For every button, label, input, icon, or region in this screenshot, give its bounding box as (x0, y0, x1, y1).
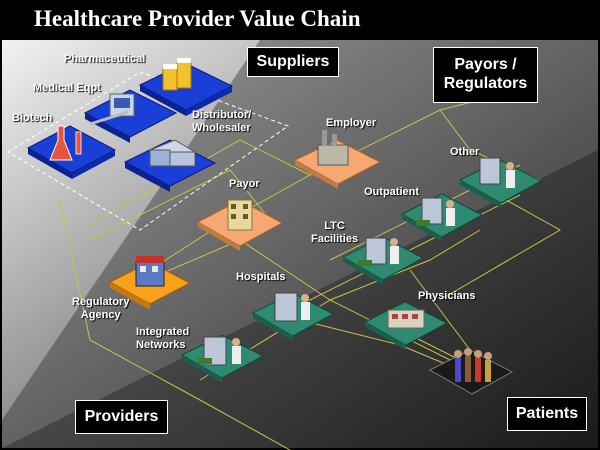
people-icon (454, 348, 492, 382)
pill-bottle-icon (162, 58, 192, 91)
ltc-line-1: LTC (324, 220, 345, 232)
regulatory-agency-label: Regulatory Agency (72, 296, 129, 322)
distributor-line-2: Wholesaler (192, 122, 251, 134)
providers-box: Providers (75, 400, 168, 434)
office-building-icon (227, 199, 253, 231)
ltc-line-2: Facilities (311, 233, 359, 245)
ltc-building-icon (358, 237, 399, 266)
other-label: Other (450, 146, 480, 158)
payors-label: Payors / (454, 56, 517, 73)
physician-office-icon (387, 309, 425, 329)
suppliers-region (7, 71, 290, 231)
employer-label: Employer (326, 117, 377, 129)
ltc-facilities-label: LTC Facilities (311, 220, 358, 246)
pharmaceutical-label: Pharmaceutical (64, 53, 146, 65)
integrated-line-1: Integrated (136, 326, 190, 338)
biotech-tile (26, 125, 117, 179)
regulatory-line-2: Agency (80, 309, 121, 321)
flask-icon (49, 125, 82, 161)
factory-icon (317, 130, 349, 166)
distributor-line-1: Distributor/ (192, 109, 252, 121)
hospital-building-icon (274, 292, 310, 322)
distributor-label: Distributor/ Wholesaler (192, 109, 251, 135)
warehouse-icon (148, 139, 197, 167)
outpatient-label: Outpatient (364, 186, 419, 198)
regulators-label: Regulators (443, 75, 528, 92)
agency-building-icon (135, 256, 165, 287)
medical-equipment-icon (89, 93, 135, 126)
patients-box: Patients (507, 397, 587, 431)
physicians-label: Physicians (418, 290, 476, 302)
outpatient-building-icon (416, 197, 455, 226)
page-title: Healthcare Provider Value Chain (34, 6, 361, 31)
integrated-line-2: Networks (136, 339, 186, 351)
background-band (2, 40, 598, 448)
biotech-label: Biotech (12, 112, 53, 124)
payors-regulators-box: Payors / Regulators (433, 47, 538, 103)
regulatory-line-1: Regulatory (72, 296, 130, 308)
payor-label: Payor (229, 178, 260, 190)
clinic-building-icon (479, 157, 515, 188)
network-building-icon (198, 336, 241, 366)
hospitals-label: Hospitals (236, 271, 286, 283)
integrated-networks-label: Integrated Networks (136, 326, 189, 352)
medical-eqpt-label: Medical Eqpt (33, 82, 101, 94)
suppliers-box: Suppliers (247, 47, 339, 77)
